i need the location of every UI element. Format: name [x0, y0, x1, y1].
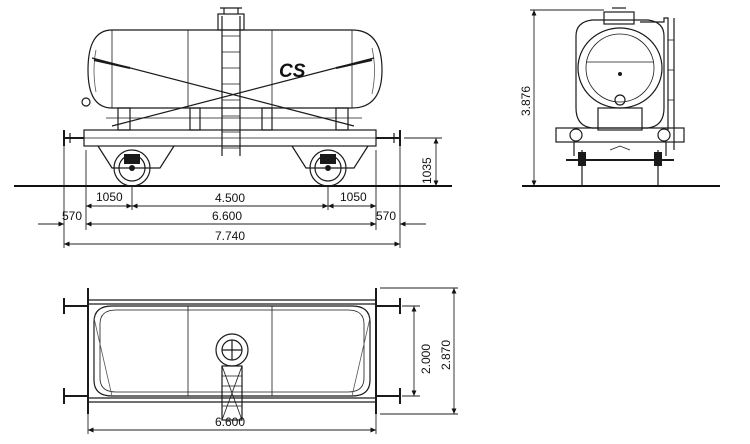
- dim-buffer-height-lines: [404, 137, 442, 186]
- wheelset-right: [291, 145, 369, 187]
- ladder: [221, 16, 241, 156]
- dim-overall-width: 2.870: [439, 340, 453, 370]
- tank-body: [87, 7, 383, 109]
- side-view: CS: [14, 7, 452, 248]
- plan-solebars: [88, 299, 376, 403]
- dim-wheelbase: 4.500: [215, 191, 245, 205]
- plan-tank: [93, 305, 371, 397]
- tension-rods: [91, 57, 375, 127]
- dim-length-over-buffers: 7.740: [215, 229, 245, 243]
- dim-frame-length: 6.600: [212, 209, 242, 223]
- plan-manhole: [215, 333, 249, 421]
- plan-view: 2.000 2.870 6.600: [63, 287, 458, 434]
- plan-length-dim-lines: [87, 414, 377, 434]
- dim-overall-height: 3.876: [519, 86, 533, 116]
- plan-buffers: [63, 298, 401, 404]
- dim-axle-overhang-right: 1050: [340, 190, 367, 204]
- end-tank: [575, 7, 675, 150]
- dim-tank-width: 2.000: [419, 344, 433, 374]
- plan-width-dim-lines: [380, 287, 458, 415]
- dim-axle-overhang-left: 1050: [96, 190, 123, 204]
- tank-marking: CS: [279, 61, 306, 82]
- end-frame: [555, 107, 685, 186]
- dim-plan-frame-length: 6.600: [215, 415, 245, 429]
- underframe: [63, 129, 401, 147]
- dim-buffer-right: 570: [376, 209, 396, 223]
- wheelset-left: [97, 145, 175, 187]
- end-view: 3.876: [519, 7, 720, 187]
- dim-buffer-height: 1035: [420, 157, 434, 184]
- dim-overall-height-lines: [530, 9, 604, 186]
- dim-buffer-left: 570: [62, 209, 82, 223]
